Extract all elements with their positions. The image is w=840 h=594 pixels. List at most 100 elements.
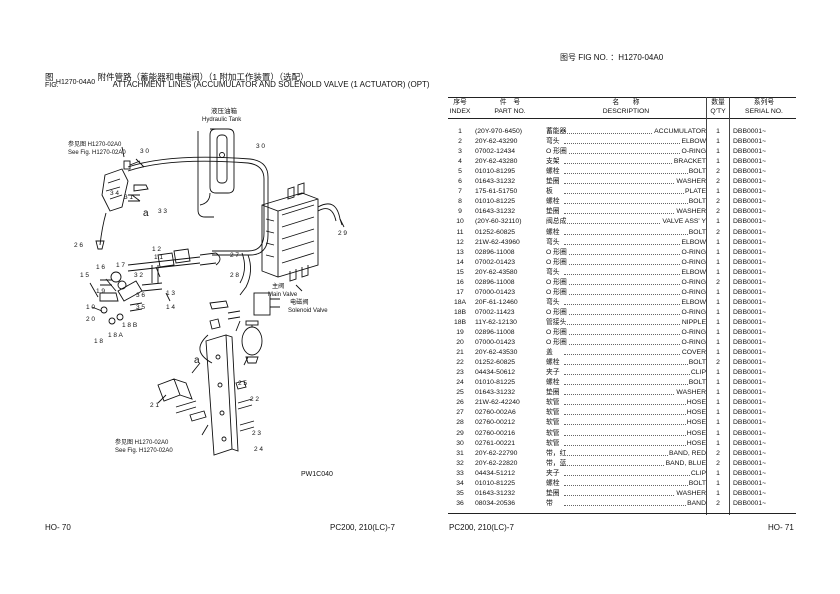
row-desc-cn: 螺栓: [546, 479, 561, 487]
row-qty: 1: [716, 329, 720, 336]
row-index: 25: [456, 389, 464, 397]
row-desc-en: WASHER: [675, 488, 706, 499]
row-serial: DBB0001~: [733, 318, 767, 326]
row-desc-en: O-RING: [680, 257, 706, 268]
row-serial: DBB0001~: [733, 288, 767, 296]
row-serial: DBB0001~: [733, 409, 767, 417]
row-part-no: 20Y-62-43280: [475, 158, 518, 166]
row-qty: 1: [716, 138, 720, 146]
row-desc-en: O-RING: [680, 287, 706, 298]
row-index: 29: [456, 429, 464, 437]
row-part-no: 02896-11008: [475, 329, 515, 336]
row-qty: 1: [716, 248, 720, 256]
row-serial: DBB0001~: [733, 399, 767, 407]
row-qty: 1: [716, 419, 720, 427]
label-main-valve-cn: 主阀: [272, 282, 284, 290]
row-qty: 1: [716, 369, 720, 377]
row-qty: 1: [716, 379, 720, 387]
row-desc-en: PLATE: [683, 187, 706, 198]
callout: 3 0: [140, 148, 149, 155]
row-desc-en: COVER: [680, 348, 706, 359]
row-qty: 1: [716, 268, 720, 276]
callout: 1 7: [116, 262, 125, 269]
row-desc-cn: 板: [546, 188, 554, 196]
row-desc-en: HOSE: [685, 438, 706, 449]
label-hydraulic-tank-en: Hydraulic Tank: [202, 117, 242, 123]
callout: 1 0: [86, 304, 95, 311]
row-desc-cn: 垫圈: [546, 489, 561, 497]
row-qty: 1: [716, 308, 720, 316]
row-desc-en: BOLT: [687, 197, 706, 208]
row-serial: DBB0001~: [733, 369, 767, 377]
row-serial: DBB0001~: [733, 248, 767, 256]
row-desc-cn: 软管: [546, 419, 561, 427]
row-part-no: 01643-31232: [475, 208, 516, 216]
row-desc-en: BOLT: [687, 227, 706, 238]
row-index: 11: [456, 228, 464, 236]
row-serial: DBB0001~: [733, 419, 767, 427]
row-qty: 2: [716, 168, 720, 176]
label-see-fig-bot-en: See Fig. H1270-02A0: [115, 448, 173, 454]
row-serial: DBB0001~: [733, 359, 767, 367]
title-text-en: ATTACHMENT LINES (ACCUMULATOR AND SOLENO…: [112, 80, 430, 89]
row-index: 19: [456, 329, 464, 336]
row-desc-en: ELBOW: [680, 297, 706, 308]
row-part-no: 02760-002A6: [475, 409, 516, 417]
row-part-no: 08034-20536: [475, 499, 516, 507]
row-part-no: (20Y-970-6450): [475, 128, 522, 135]
row-desc-en: O-RING: [680, 277, 706, 288]
row-desc-en: BAND, BLUE: [664, 458, 706, 469]
footer-left-model: PC200, 210(LC)-7: [330, 523, 395, 532]
row-desc-cn: 垫圈: [546, 178, 561, 186]
title-english: FIG. ATTACHMENT LINES (ACCUMULATOR AND S…: [45, 80, 430, 89]
row-desc-en: BAND: [686, 498, 706, 509]
row-index: 18B: [453, 308, 467, 316]
callout: 3 3: [158, 208, 167, 215]
row-desc-cn: 螺栓: [546, 198, 561, 206]
row-qty: 1: [716, 349, 720, 357]
row-index: 1: [458, 128, 462, 135]
row-qty: 1: [716, 158, 720, 166]
row-desc-en: O-RING: [680, 307, 706, 318]
row-desc-en: BOLT: [687, 478, 706, 489]
label-see-fig-top-cn: 参见图 H1270-02A0: [68, 140, 122, 148]
row-part-no: 01010-81225: [475, 479, 516, 487]
row-index: 5: [458, 168, 462, 176]
row-desc-cn: 支架: [546, 158, 561, 166]
row-desc-en: HOSE: [685, 428, 706, 439]
row-index: 12: [456, 238, 464, 246]
row-serial: DBB0001~: [733, 188, 767, 196]
row-index: 7: [458, 188, 462, 196]
callout: 1 5: [80, 272, 89, 279]
row-part-no: 01010-81295: [475, 168, 516, 176]
title-chinese: 图 H1270-04A0 附件管路（蓄能器和电磁阀）（1 附加工作装置）（选配）: [45, 71, 309, 86]
row-index: 10: [456, 218, 464, 226]
row-serial: DBB0001~: [733, 449, 767, 457]
row-qty: 1: [716, 188, 720, 196]
row-part-no: 01010-81225: [475, 379, 516, 387]
row-qty: 1: [716, 318, 720, 326]
row-index: 20: [456, 339, 464, 347]
row-part-no: 01252-60825: [475, 359, 516, 367]
callout: 1 1: [154, 254, 163, 261]
row-qty: 1: [716, 389, 720, 397]
row-desc-en: ACCUMULATOR: [653, 127, 706, 138]
row-qty: 2: [716, 228, 720, 236]
row-desc-cn: 软管: [546, 429, 561, 437]
row-desc-cn: 盖: [546, 349, 554, 357]
row-index: 33: [456, 469, 464, 477]
row-serial: DBB0001~: [733, 218, 767, 226]
row-serial: DBB0001~: [733, 168, 767, 176]
row-desc-cn: O 形圈: [546, 148, 568, 156]
row-desc-en: ELBOW: [680, 267, 706, 278]
row-desc-cn: 带，蓝: [546, 459, 568, 467]
